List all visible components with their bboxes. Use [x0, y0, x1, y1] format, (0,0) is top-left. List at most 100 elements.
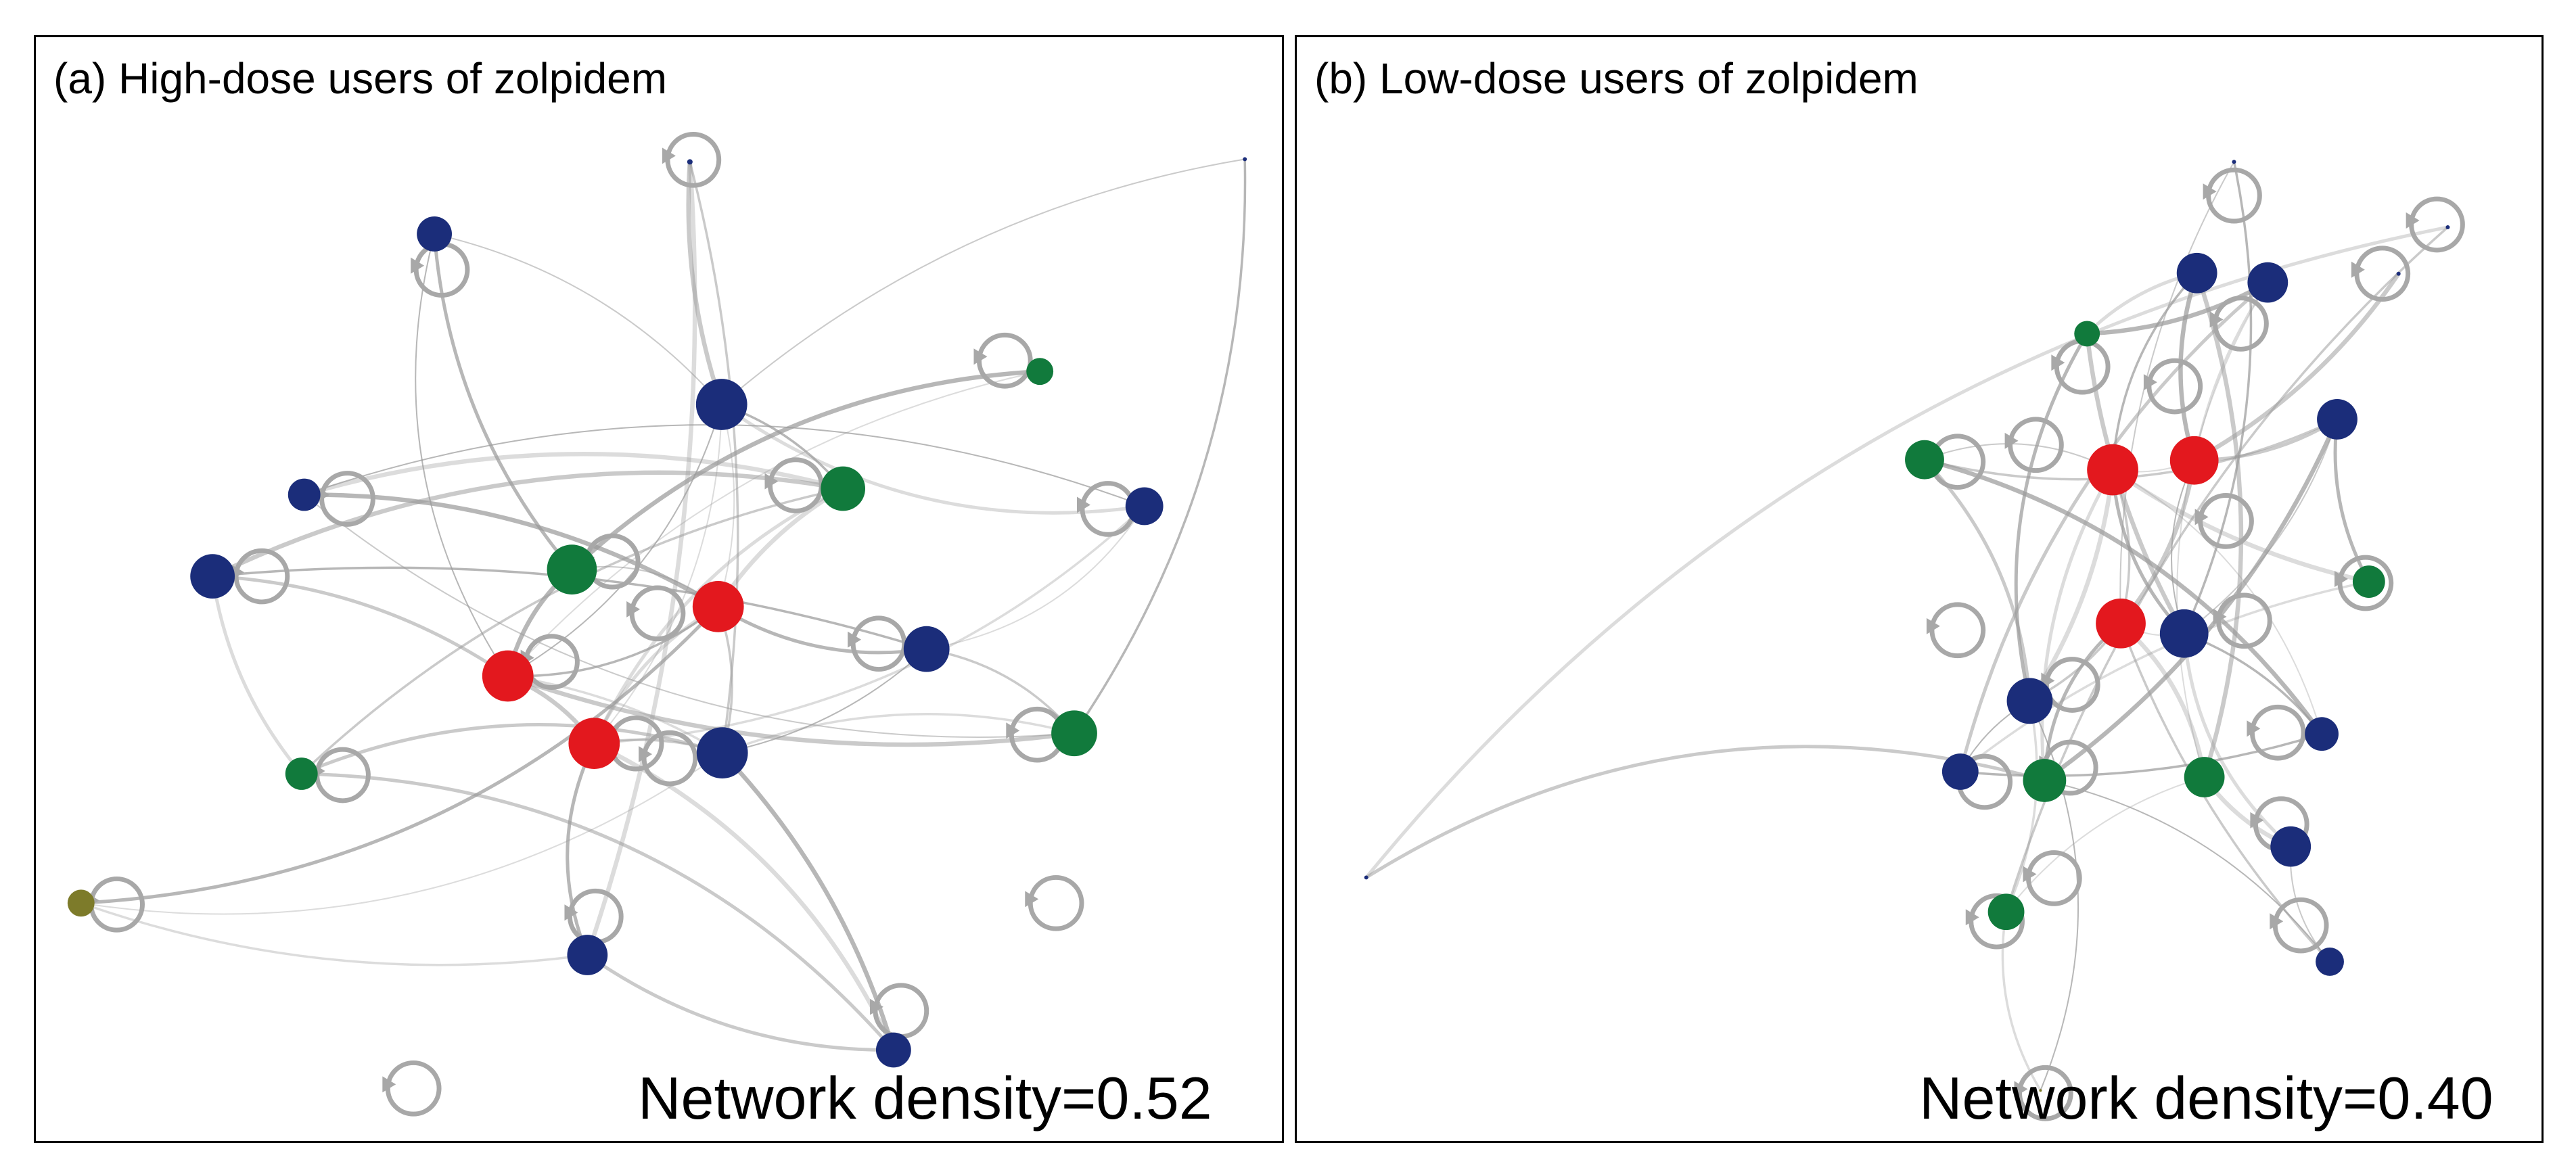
low-dose-self-loop-ring — [1929, 602, 1986, 659]
high-dose-edges — [80, 158, 1247, 1052]
low-dose-blue-node — [2247, 262, 2288, 303]
low-dose-self-loop-arrowhead — [2213, 608, 2227, 625]
high-dose-edge — [1073, 159, 1247, 734]
low-dose-blue-node — [2006, 678, 2053, 724]
high-dose-edge — [585, 162, 697, 956]
low-dose-blue-node — [2232, 160, 2236, 164]
low-dose-self-loop-ring — [2272, 897, 2329, 954]
high-dose-red-node — [482, 650, 534, 702]
high-dose-self-loop-arrowhead — [1025, 891, 1039, 908]
low-dose-green-node — [2023, 759, 2067, 802]
low-dose-edge — [2182, 633, 2292, 848]
low-dose-self-loop-arrowhead — [2250, 812, 2264, 829]
high-dose-green-node — [1026, 358, 1054, 386]
low-dose-self-loop-arrowhead — [1965, 909, 1979, 926]
low-dose-olive-node — [2039, 1089, 2042, 1092]
low-dose-self-loop-arrowhead — [2023, 866, 2037, 883]
low-dose-self-loop-arrowhead — [1926, 617, 1940, 634]
high-dose-edge — [300, 487, 844, 775]
high-dose-self-loops — [85, 131, 1136, 1117]
low-dose-blue-node — [2316, 948, 2344, 976]
high-dose-edge — [80, 605, 720, 905]
high-dose-self-loop-arrowhead — [1006, 722, 1020, 739]
low-dose-edge — [2027, 469, 2115, 703]
low-dose-blue-node — [2317, 399, 2358, 440]
high-dose-self-loop-arrowhead — [564, 904, 578, 921]
low-dose-green-node — [2184, 757, 2225, 797]
network-density-label-low-dose: Network density=0.40 — [1919, 1065, 2493, 1132]
low-dose-green-node — [2352, 565, 2385, 598]
low-dose-edge — [2004, 701, 2038, 912]
high-dose-edge — [721, 158, 1245, 405]
low-dose-edge — [1958, 281, 2269, 772]
high-dose-edge — [507, 674, 1075, 747]
high-dose-edge — [926, 647, 1076, 734]
high-dose-edge — [720, 751, 896, 1051]
high-dose-self-loop-arrowhead — [382, 1076, 396, 1093]
network-panel-low-dose: (b) Low-dose users of zolpidem Network d… — [1295, 35, 2544, 1143]
high-dose-edge — [301, 772, 895, 1052]
high-dose-edge — [211, 470, 844, 578]
low-dose-edge — [2194, 272, 2244, 778]
high-dose-edge — [566, 743, 596, 956]
high-dose-self-loop-ring — [524, 634, 580, 690]
high-dose-self-loop-ring — [1028, 875, 1084, 931]
low-dose-self-loop-ring — [2054, 338, 2111, 395]
high-dose-edge — [80, 902, 588, 966]
low-dose-self-loop-arrowhead — [2203, 183, 2217, 200]
low-dose-self-loop-ring — [2409, 196, 2465, 253]
high-dose-self-loop-arrowhead — [639, 746, 653, 763]
low-dose-self-loop-arrowhead — [2351, 261, 2365, 278]
high-dose-edge — [507, 404, 722, 677]
high-dose-self-loop-arrowhead — [1076, 496, 1090, 513]
high-dose-edge — [593, 404, 722, 744]
high-dose-green-node — [285, 757, 318, 790]
low-dose-blue-node — [2176, 252, 2217, 294]
low-dose-self-loop-ring — [2198, 493, 2254, 549]
low-dose-edge — [2333, 419, 2371, 583]
low-dose-self-loop-arrowhead — [2209, 311, 2224, 328]
high-dose-edge — [717, 605, 927, 655]
high-dose-self-loop-arrowhead — [973, 348, 988, 365]
low-dose-red-node — [2169, 436, 2219, 485]
high-dose-self-loop-ring — [385, 1060, 442, 1117]
network-graph-low-dose — [1364, 160, 2465, 1121]
high-dose-edge — [80, 752, 723, 915]
low-dose-edge — [2040, 469, 2115, 781]
high-dose-blue-node — [903, 626, 950, 672]
low-dose-edge — [2119, 623, 2331, 963]
high-dose-self-loop-arrowhead — [848, 631, 862, 648]
low-dose-edge — [1923, 458, 2031, 701]
high-dose-edge — [212, 574, 509, 678]
panel-title-low-dose: (b) Low-dose users of zolpidem — [1314, 54, 1918, 103]
high-dose-blue-node — [190, 554, 235, 599]
high-dose-edge — [304, 492, 720, 609]
high-dose-edge — [722, 648, 927, 754]
high-dose-nodes — [67, 157, 1247, 1068]
high-dose-self-loop-arrowhead — [869, 998, 883, 1015]
high-dose-green-node — [821, 466, 866, 511]
high-dose-blue-node — [1243, 157, 1247, 162]
high-dose-edge — [689, 161, 739, 753]
low-dose-edge — [1924, 457, 2324, 736]
low-dose-blue-node — [1364, 875, 1368, 880]
high-dose-self-loop-ring — [976, 332, 1033, 389]
high-dose-blue-node — [288, 478, 321, 511]
low-dose-self-loop-arrowhead — [2014, 1081, 2028, 1098]
low-dose-blue-node — [2445, 225, 2450, 229]
high-dose-edge — [415, 233, 509, 677]
low-dose-edge — [2087, 280, 2269, 336]
high-dose-green-node — [1051, 710, 1097, 757]
high-dose-edge — [570, 369, 1040, 572]
low-dose-edge — [2004, 226, 2449, 912]
low-dose-blue-node — [2396, 271, 2401, 276]
low-dose-self-loop-arrowhead — [2004, 432, 2019, 449]
panel-title-high-dose: (a) High-dose users of zolpidem — [53, 54, 668, 103]
low-dose-blue-node — [2270, 826, 2312, 867]
high-dose-blue-node — [1125, 487, 1164, 526]
network-graph-high-dose — [67, 131, 1247, 1117]
low-dose-self-loop-arrowhead — [2143, 374, 2157, 391]
low-dose-edge — [1365, 745, 2046, 879]
low-dose-self-loop-ring — [2146, 358, 2203, 415]
high-dose-edge — [507, 605, 719, 678]
